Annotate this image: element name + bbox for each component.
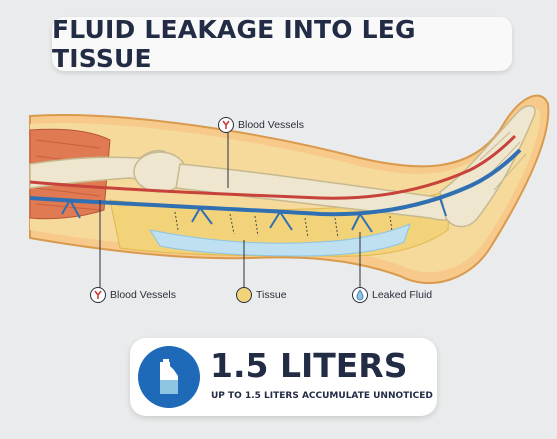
- callout-tissue: Tissue: [236, 287, 287, 303]
- vessel-icon: [90, 287, 106, 303]
- artery: [29, 134, 517, 200]
- callout-label-leaked-fluid: Leaked Fluid: [372, 289, 433, 301]
- foot-bones: [439, 105, 536, 228]
- stat-card: 1.5 LITERS UP TO 1.5 LITERS ACCUMULATE U…: [130, 338, 437, 416]
- stat-caption: UP TO 1.5 LITERS ACCUMULATE UNNOTICED: [211, 391, 433, 401]
- callout-blood-vessels-bottom: Blood Vessels: [90, 287, 176, 303]
- callout-leaked-fluid: Leaked Fluid: [352, 287, 432, 303]
- leg-illustration: [0, 80, 557, 320]
- leg-diagram: [29, 94, 550, 288]
- callout-blood-vessels-top: Blood Vessels: [218, 117, 304, 133]
- title-banner: FLUID LEAKAGE INTO LEG TISSUE: [52, 15, 512, 73]
- vein-branches: [61, 197, 447, 233]
- leaked-fluid-pool: [148, 223, 411, 257]
- main-vein: [29, 148, 522, 217]
- page-title: FLUID LEAKAGE INTO LEG TISSUE: [52, 15, 416, 73]
- callout-label-blood-vessels-bottom: Blood Vessels: [110, 289, 176, 301]
- callout-label-blood-vessels-top: Blood Vessels: [238, 119, 304, 131]
- tissue-icon: [236, 287, 252, 303]
- vessel-icon: [218, 117, 234, 133]
- callout-label-tissue: Tissue: [256, 289, 287, 301]
- leak-arrows: [174, 211, 393, 239]
- droplet-icon: [352, 287, 368, 303]
- stat-value: 1.5 LITERS: [210, 346, 408, 385]
- fluid-jug-icon: [138, 346, 200, 408]
